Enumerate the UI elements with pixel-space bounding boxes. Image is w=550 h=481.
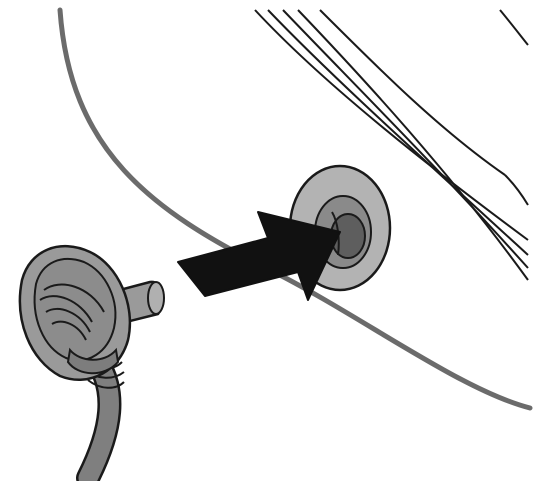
power-plug-icon — [18, 244, 165, 381]
device-panel-lines — [254, 9, 529, 281]
arrow-right-icon — [177, 211, 341, 301]
